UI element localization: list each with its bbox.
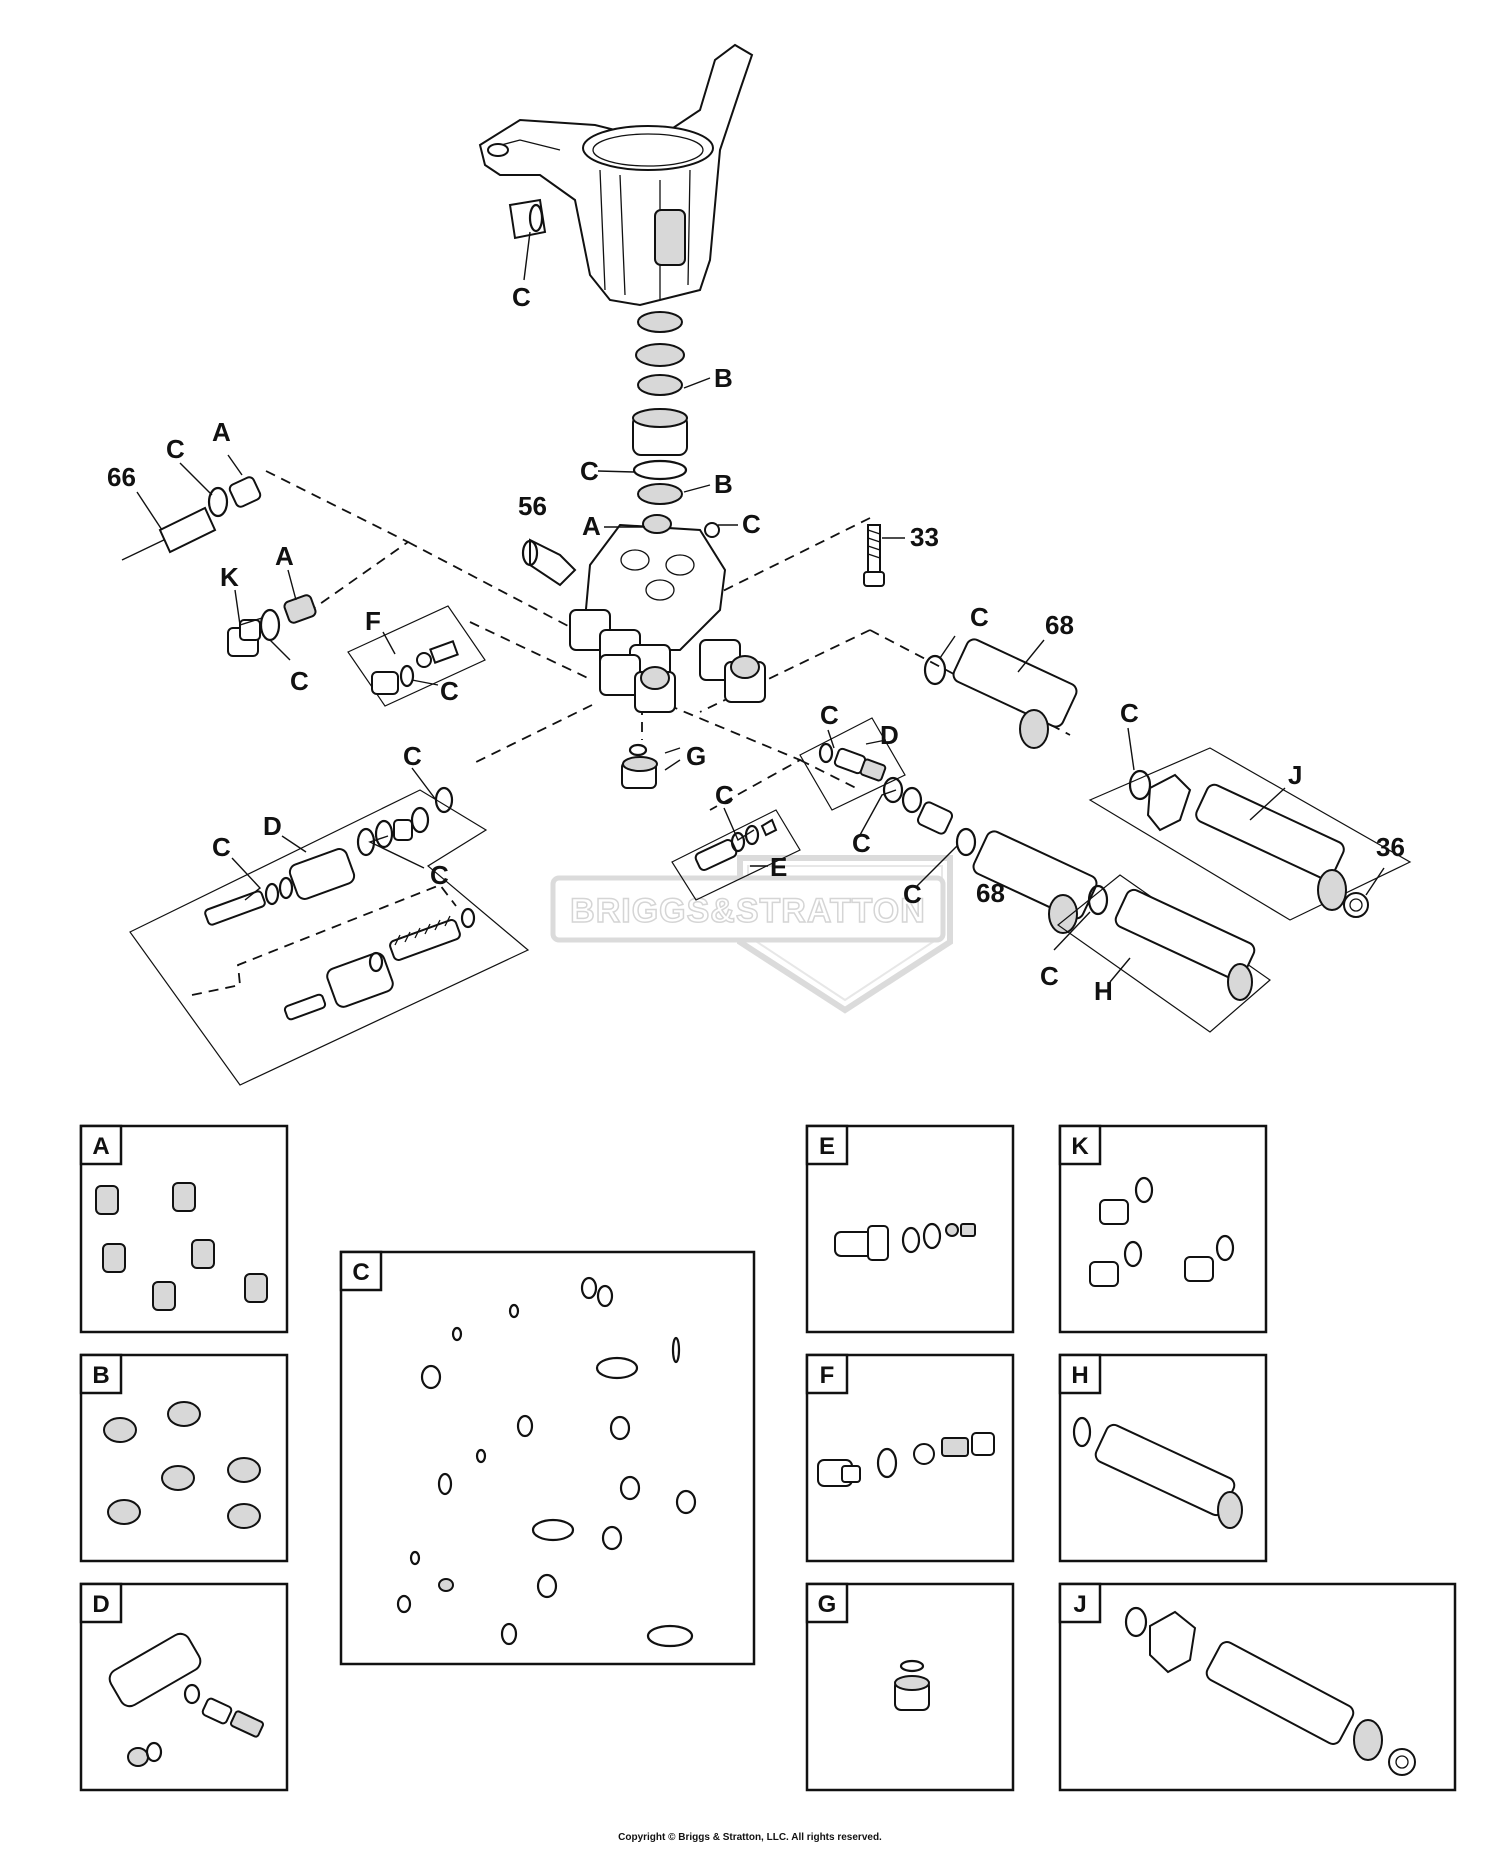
- part-68-extension-upper: [923, 638, 1078, 749]
- kit-label-f: F: [820, 1362, 835, 1389]
- e-check-valve-group: [671, 809, 801, 901]
- kit-label-k: K: [1071, 1133, 1089, 1160]
- callout-d-small: D: [880, 720, 899, 750]
- j-hose-fitting-group: [1088, 747, 1412, 921]
- callout-c-dl-left: C: [212, 832, 231, 862]
- kit-box-c: C: [339, 1250, 756, 1666]
- kit-label-h: H: [1071, 1362, 1088, 1389]
- callout-c-e: C: [715, 780, 734, 810]
- callout-c-mid: C: [580, 456, 599, 486]
- callout-b-upper: B: [714, 363, 733, 393]
- callout-j: J: [1288, 760, 1302, 790]
- kit-label-j: J: [1073, 1591, 1086, 1618]
- callout-c-66: C: [166, 434, 185, 464]
- part-33-bolt: [863, 524, 885, 587]
- callout-66: 66: [107, 462, 136, 492]
- callout-c-68-top: C: [970, 602, 989, 632]
- callout-e: E: [770, 852, 787, 882]
- callout-d-left: D: [263, 811, 282, 841]
- callout-f: F: [365, 606, 381, 636]
- callout-56: 56: [518, 491, 547, 521]
- kit-box-g: G: [805, 1582, 1015, 1792]
- callout-g: G: [686, 741, 706, 771]
- kit-box-e: E: [805, 1124, 1015, 1334]
- part-56-elbow-fitting: [521, 538, 577, 587]
- callout-c-k: C: [290, 666, 309, 696]
- callout-c-f: C: [440, 676, 459, 706]
- callout-c-j: C: [1120, 698, 1139, 728]
- kit-box-b: B: [79, 1353, 289, 1563]
- callout-c-valve1: C: [852, 828, 871, 858]
- callout-a-mid: A: [582, 511, 601, 541]
- kit-box-d: D: [79, 1582, 289, 1792]
- callout-a-k: A: [275, 541, 294, 571]
- callout-c-d-small: C: [820, 700, 839, 730]
- kit-label-c: C: [352, 1259, 369, 1286]
- callout-labels: C B C B A C 56 33 66 C A A K C F C G C D…: [107, 282, 1405, 1006]
- d-unloader-assembly-group: [129, 786, 530, 1086]
- kit-label-d: D: [92, 1591, 109, 1618]
- watermark-logo: BRIGGS&STRATTON: [550, 855, 953, 1014]
- pump-crankcase-housing: [478, 43, 754, 307]
- callout-c-top: C: [512, 282, 531, 312]
- d-small-valve-group: [799, 717, 906, 811]
- piston-seal-stack: [632, 311, 688, 505]
- kit-label-e: E: [819, 1133, 835, 1160]
- h-inlet-fitting-group: [1057, 874, 1271, 1033]
- callout-33: 33: [910, 522, 939, 552]
- kit-label-b: B: [92, 1362, 109, 1389]
- pump-manifold: [569, 514, 766, 713]
- kit-box-a: A: [79, 1124, 289, 1334]
- callout-leader-lines: [136, 231, 1385, 983]
- callout-c-dl-right: C: [430, 860, 449, 890]
- g-drain-plug: [621, 743, 658, 789]
- callout-c-valve2: C: [903, 879, 922, 909]
- kit-label-a: A: [92, 1133, 109, 1160]
- callout-k-left: K: [220, 562, 239, 592]
- kit-box-f: F: [805, 1353, 1015, 1563]
- callout-68-top: 68: [1045, 610, 1074, 640]
- callout-c-dl-top: C: [403, 741, 422, 771]
- copyright-notice: Copyright © Briggs & Stratton, LLC. All …: [618, 1832, 882, 1843]
- callout-a-66: A: [212, 417, 231, 447]
- center-valve-stack: [882, 776, 977, 857]
- callout-c-h: C: [1040, 961, 1059, 991]
- kit-label-g: G: [818, 1591, 837, 1618]
- kit-box-k: K: [1058, 1124, 1268, 1334]
- kit-box-h: H: [1058, 1353, 1268, 1563]
- kit-box-j: J: [1058, 1582, 1457, 1792]
- part-66-injector: [121, 476, 262, 561]
- f-valve-group: [347, 605, 486, 707]
- callout-c-ball: C: [742, 509, 761, 539]
- watermark-text: BRIGGS&STRATTON: [570, 892, 926, 930]
- callout-36: 36: [1376, 832, 1405, 862]
- k-plug-assembly: [227, 594, 317, 657]
- callout-b-lower: B: [714, 469, 733, 499]
- callout-68-bottom: 68: [976, 878, 1005, 908]
- callout-h: H: [1094, 976, 1113, 1006]
